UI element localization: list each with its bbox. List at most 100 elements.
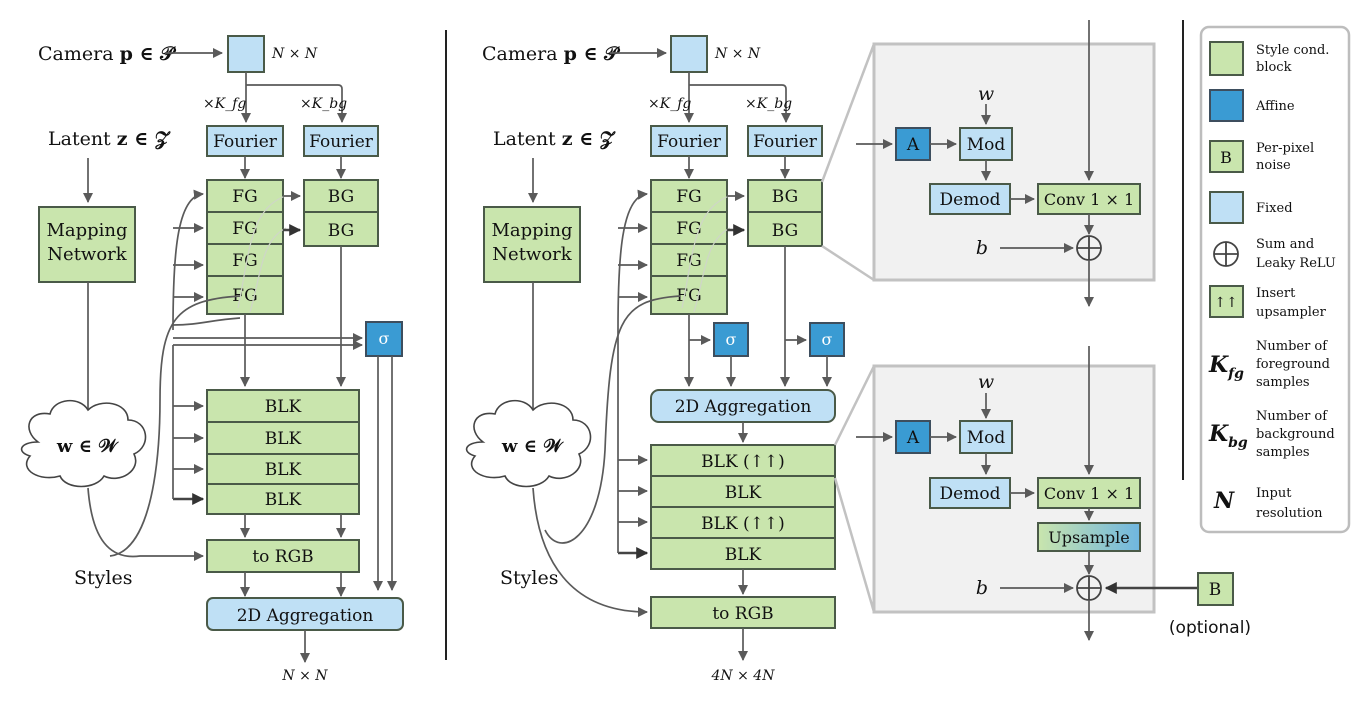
svg-text:to RGB: to RGB	[712, 604, 773, 624]
svg-text:BG: BG	[328, 221, 354, 241]
svg-text:FG: FG	[676, 187, 701, 207]
svg-text:BLK: BLK	[725, 545, 762, 565]
svg-text:FG: FG	[232, 187, 257, 207]
svg-text:FG: FG	[676, 286, 701, 306]
detail-top-panel	[872, 42, 1156, 282]
optional-label: (optional)	[1169, 618, 1251, 638]
optional-noise-box	[1197, 572, 1234, 606]
svg-text:b: b	[976, 577, 988, 599]
legend-n-symbol: N	[1213, 488, 1235, 514]
svg-text:Demod: Demod	[940, 190, 1001, 210]
detail-panel-top: w A Mod Demod Conv 1 × 1 b	[820, 20, 1156, 308]
kbg-label: ×K_bg	[300, 96, 347, 112]
mod-box-top	[959, 127, 1013, 161]
left-diagram: Camera p ∈ 𝒫 N × N ×K_fg ×K_bg Fourier F…	[20, 35, 404, 684]
legend-fixed-swatch	[1209, 191, 1244, 224]
camera-input-box	[227, 35, 265, 73]
fg-block-r1	[650, 179, 728, 213]
svg-text:FG: FG	[676, 251, 701, 271]
svg-text:2D Aggregation: 2D Aggregation	[675, 397, 812, 417]
blk-2	[206, 421, 360, 455]
svg-text:Network: Network	[492, 244, 572, 265]
svg-text:B: B	[1220, 148, 1232, 167]
sigma-box-r2	[809, 322, 845, 357]
right-diagram: Camera p ∈ 𝒫 N × N ×K_fg ×K_bg Fourier F…	[465, 35, 845, 684]
svg-text:BLK (↑↑): BLK (↑↑)	[701, 452, 785, 472]
styles-label: Styles	[74, 567, 132, 589]
bg-block-2	[303, 211, 379, 247]
legend-style-text: Style cond.block	[1256, 43, 1329, 75]
svg-text:2D Aggregation: 2D Aggregation	[237, 606, 374, 626]
svg-text:BLK: BLK	[265, 397, 302, 417]
legend-affine-text: Affine	[1255, 99, 1295, 114]
svg-text:w ∈ 𝒲: w ∈ 𝒲	[501, 436, 564, 457]
detail-panel-bottom: w A Mod Demod Conv 1 × 1 Upsample b B (o…	[833, 346, 1251, 642]
affine-box-bottom	[895, 420, 931, 454]
svg-text:↑↑: ↑↑	[1214, 295, 1237, 311]
svg-text:FG: FG	[232, 251, 257, 271]
svg-text:w: w	[978, 83, 994, 105]
blk-4	[206, 483, 360, 515]
svg-text:BG: BG	[328, 187, 354, 207]
svg-text:Upsample: Upsample	[1048, 528, 1129, 547]
svg-text:Fourier: Fourier	[753, 132, 818, 152]
upsample-box	[1037, 522, 1141, 552]
svg-text:FG: FG	[676, 219, 701, 239]
bg-block-r1	[747, 179, 823, 213]
svg-text:Fourier: Fourier	[657, 132, 722, 152]
nn-label: N × N	[271, 46, 318, 62]
fourier-bg-label: Fourier	[309, 132, 374, 152]
svg-text:Demod: Demod	[940, 484, 1001, 504]
svg-text:σ: σ	[726, 330, 737, 349]
svg-text:Mod: Mod	[967, 135, 1006, 155]
svg-text:Mod: Mod	[967, 428, 1006, 448]
styles-label-right: Styles	[500, 567, 558, 589]
to-rgb-box-right	[650, 596, 836, 629]
svg-text:BLK: BLK	[725, 483, 762, 503]
svg-text:b: b	[976, 237, 988, 259]
to-rgb-box	[206, 539, 360, 573]
fourier-fg-box	[206, 125, 284, 157]
svg-text:BG: BG	[772, 187, 798, 207]
svg-text:BLK: BLK	[265, 460, 302, 480]
mod-box-bottom	[959, 420, 1013, 454]
w-cloud-right	[465, 399, 592, 488]
output-resolution-left: N × N	[281, 668, 328, 684]
svg-text:Conv 1 × 1: Conv 1 × 1	[1044, 190, 1134, 209]
camera-label: Camera p ∈ 𝒫	[38, 43, 176, 65]
svg-text:Conv 1 × 1: Conv 1 × 1	[1044, 484, 1134, 503]
legend-kfg-symbol: Kfg	[1208, 352, 1244, 382]
svg-text:FG: FG	[232, 286, 257, 306]
latent-label-right: Latent z ∈ 𝒵	[493, 128, 616, 150]
fourier-fg-box-right	[650, 125, 728, 157]
blk-r4	[650, 537, 836, 570]
legend-style-swatch	[1209, 41, 1244, 76]
svg-text:B: B	[1209, 580, 1222, 600]
mapping-network-box-right	[483, 206, 581, 283]
svg-text:w: w	[978, 371, 994, 393]
svg-text:FG: FG	[232, 219, 257, 239]
output-resolution-right: 4N × 4N	[711, 668, 776, 684]
fourier-bg-box	[303, 125, 379, 157]
latent-label: Latent z ∈ 𝒵	[48, 128, 171, 150]
kfg-label: ×K_fg	[203, 96, 246, 112]
svg-text:BLK (↑↑): BLK (↑↑)	[701, 514, 785, 534]
fourier-fg-label: Fourier	[213, 132, 278, 152]
svg-text:to RGB: to RGB	[252, 547, 313, 567]
mapping-network-box	[38, 206, 136, 283]
svg-text:A: A	[906, 135, 920, 155]
sigma-box	[365, 321, 403, 357]
svg-text:×K_fg: ×K_fg	[648, 96, 691, 112]
svg-text:BLK: BLK	[265, 429, 302, 449]
blk-1	[206, 389, 360, 423]
conv-box-top	[1037, 183, 1141, 215]
bg-block-r2	[747, 211, 823, 247]
svg-text:×K_bg: ×K_bg	[745, 96, 792, 112]
svg-text:A: A	[906, 428, 920, 448]
mapping-line2: Network	[47, 244, 127, 265]
fg-block-r3	[650, 243, 728, 277]
